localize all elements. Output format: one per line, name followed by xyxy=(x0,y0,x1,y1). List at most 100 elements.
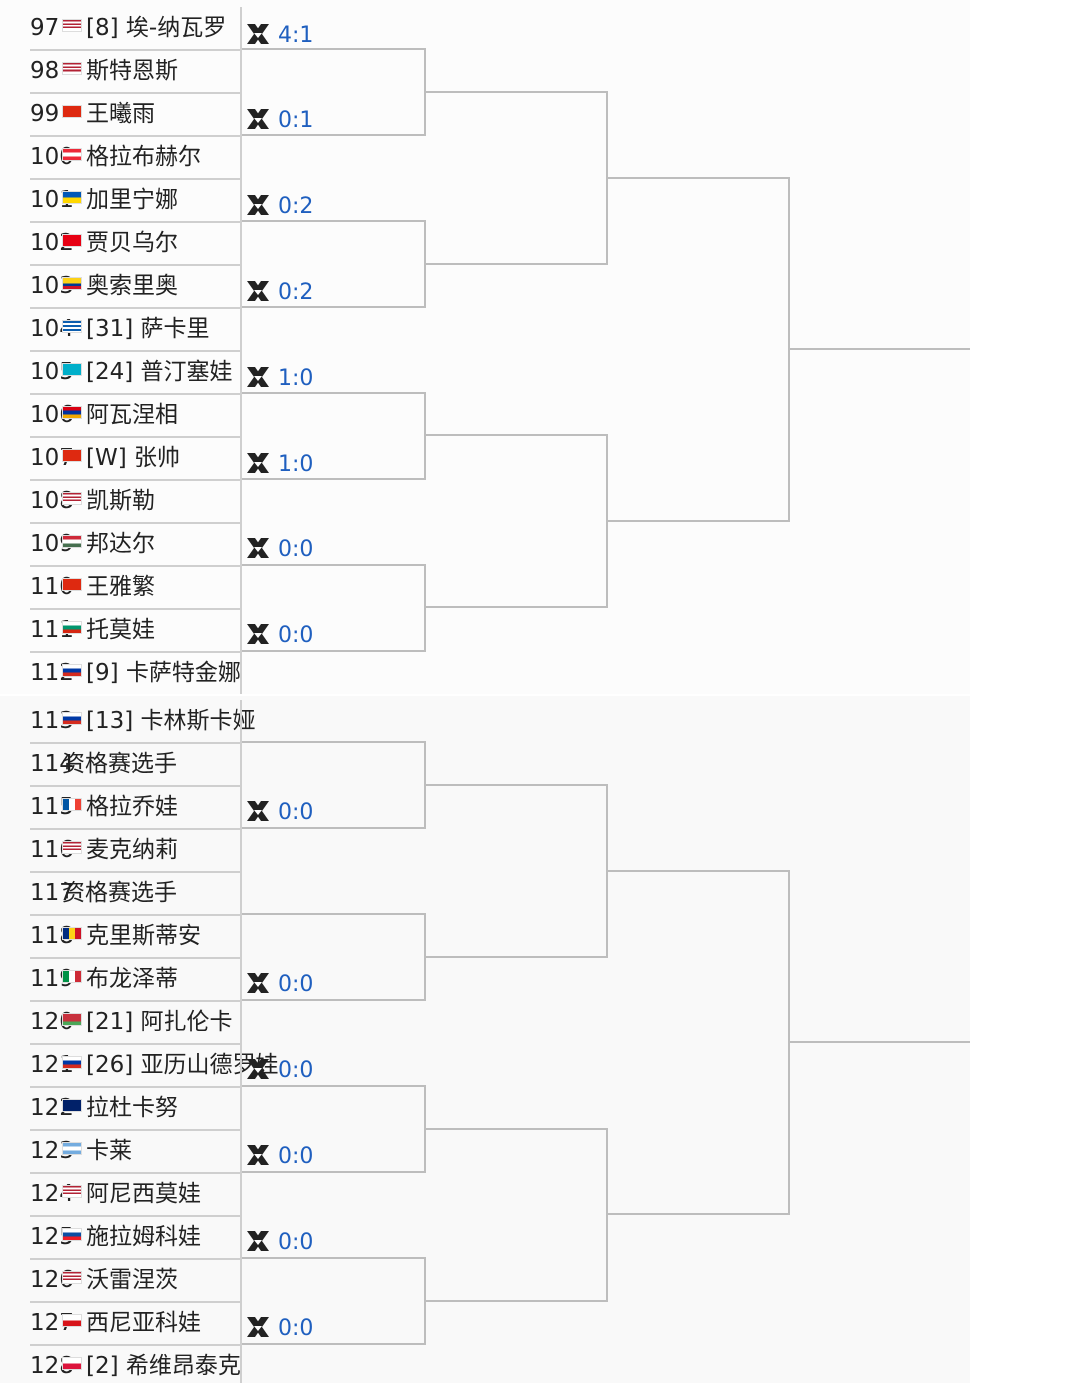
player-row[interactable]: 112[9] 卡萨特金娜 xyxy=(30,652,242,694)
player-row[interactable]: 97 [8] 埃-纳瓦罗 xyxy=(30,7,242,51)
player-name[interactable]: 阿瓦涅相 xyxy=(86,402,178,428)
player-name[interactable]: [8] 埃-纳瓦罗 xyxy=(86,15,227,41)
flag-icon xyxy=(62,277,82,290)
player-name[interactable]: 西尼亚科娃 xyxy=(86,1310,201,1336)
player-name[interactable]: 沃雷涅茨 xyxy=(86,1267,178,1293)
player-row[interactable]: 120 [21] 阿扎伦卡 xyxy=(30,1001,242,1045)
match-score[interactable]: 0:2 xyxy=(244,277,313,309)
player-row[interactable]: 99 王曦雨 xyxy=(30,93,242,137)
player-name[interactable]: 阿尼西莫娃 xyxy=(86,1181,201,1207)
draw-number: 126 xyxy=(30,1267,74,1293)
player-name[interactable]: 托莫娃 xyxy=(86,617,155,643)
player-name[interactable]: 布龙泽蒂 xyxy=(86,966,178,992)
player-row[interactable]: 100 格拉布赫尔 xyxy=(30,136,242,180)
versus-icon xyxy=(244,1227,272,1255)
match-score[interactable]: 0:1 xyxy=(244,105,313,137)
player-name[interactable]: 王曦雨 xyxy=(86,101,155,127)
score-text: 0:0 xyxy=(278,972,314,997)
player-name[interactable]: 奥索里奥 xyxy=(86,273,178,299)
match-score[interactable]: 0:0 xyxy=(244,797,313,829)
player-name[interactable]: [24] 普汀塞娃 xyxy=(86,359,233,385)
player-name[interactable]: 格拉乔娃 xyxy=(86,794,178,820)
player-row[interactable]: 105[24] 普汀塞娃 xyxy=(30,351,242,395)
score-text: 0:0 xyxy=(278,1058,314,1083)
draw-number: 120 xyxy=(30,1009,74,1035)
player-name[interactable]: 凯斯勒 xyxy=(86,488,155,514)
match-score[interactable]: 0:0 xyxy=(244,969,313,1001)
bracket-line xyxy=(242,564,424,566)
draw-number: 97 xyxy=(30,15,60,41)
match-score[interactable]: 0:0 xyxy=(244,1055,313,1087)
player-row[interactable]: 113[13] 卡林斯卡娅 xyxy=(30,700,256,744)
player-row[interactable]: 126 沃雷涅茨 xyxy=(30,1259,242,1303)
player-row[interactable]: 117资格赛选手 xyxy=(30,872,242,916)
player-row[interactable]: 107[W] 张帅 xyxy=(30,437,242,481)
player-row[interactable]: 128 [2] 希维昂泰克 xyxy=(30,1345,242,1387)
match-score[interactable]: 4:1 xyxy=(244,20,313,52)
flag-icon xyxy=(62,1142,82,1155)
player-name[interactable]: [13] 卡林斯卡娅 xyxy=(86,708,256,734)
player-name[interactable]: 拉杜卡努 xyxy=(86,1095,178,1121)
match-score[interactable]: 0:0 xyxy=(244,620,313,652)
match-score[interactable]: 1:0 xyxy=(244,363,313,395)
match-score[interactable]: 0:0 xyxy=(244,534,313,566)
player-row[interactable]: 106 阿瓦涅相 xyxy=(30,394,242,438)
player-name[interactable]: 格拉布赫尔 xyxy=(86,144,201,170)
player-row[interactable]: 121[26] 亚历山德罗娃 xyxy=(30,1044,279,1088)
player-name[interactable]: 施拉姆科娃 xyxy=(86,1224,201,1250)
player-name[interactable]: [26] 亚历山德罗娃 xyxy=(86,1052,279,1078)
bracket-line xyxy=(790,348,970,350)
draw-number: 128 xyxy=(30,1353,74,1379)
player-row[interactable]: 104[31] 萨卡里 xyxy=(30,308,242,352)
versus-icon xyxy=(244,620,272,648)
player-name[interactable]: 加里宁娜 xyxy=(86,187,178,213)
player-name[interactable]: 麦克纳莉 xyxy=(86,837,178,863)
draw-number: 99 xyxy=(30,101,60,127)
bracket-line xyxy=(426,434,606,436)
draw-number: 100 xyxy=(30,144,74,170)
player-name[interactable]: [2] 希维昂泰克 xyxy=(86,1353,241,1379)
player-name[interactable]: 资格赛选手 xyxy=(62,880,177,906)
match-score[interactable]: 1:0 xyxy=(244,449,313,481)
match-score[interactable]: 0:0 xyxy=(244,1227,313,1259)
player-name[interactable]: [31] 萨卡里 xyxy=(86,316,210,342)
flag-icon xyxy=(62,578,82,591)
flag-icon xyxy=(62,1099,82,1112)
player-name[interactable]: 贾贝乌尔 xyxy=(86,230,178,256)
bracket-line xyxy=(606,434,608,608)
player-name[interactable]: [9] 卡萨特金娜 xyxy=(86,660,241,686)
bracket-line xyxy=(606,91,608,265)
bracket-line xyxy=(242,392,424,394)
player-name[interactable]: 王雅繁 xyxy=(86,574,155,600)
draw-number: 106 xyxy=(30,402,74,428)
match-score[interactable]: 0:0 xyxy=(244,1141,313,1173)
match-score[interactable]: 0:0 xyxy=(244,1313,313,1345)
player-name[interactable]: 克里斯蒂安 xyxy=(86,923,201,949)
match-score[interactable]: 0:2 xyxy=(244,191,313,223)
player-name[interactable]: 斯特恩斯 xyxy=(86,58,178,84)
player-name[interactable]: 邦达尔 xyxy=(86,531,155,557)
player-name[interactable]: [21] 阿扎伦卡 xyxy=(86,1009,233,1035)
score-text: 0:0 xyxy=(278,1316,314,1341)
player-row[interactable]: 114资格赛选手 xyxy=(30,743,242,787)
player-name[interactable]: 卡莱 xyxy=(86,1138,132,1164)
player-name[interactable]: 资格赛选手 xyxy=(62,751,177,777)
player-name[interactable]: [W] 张帅 xyxy=(86,445,180,471)
